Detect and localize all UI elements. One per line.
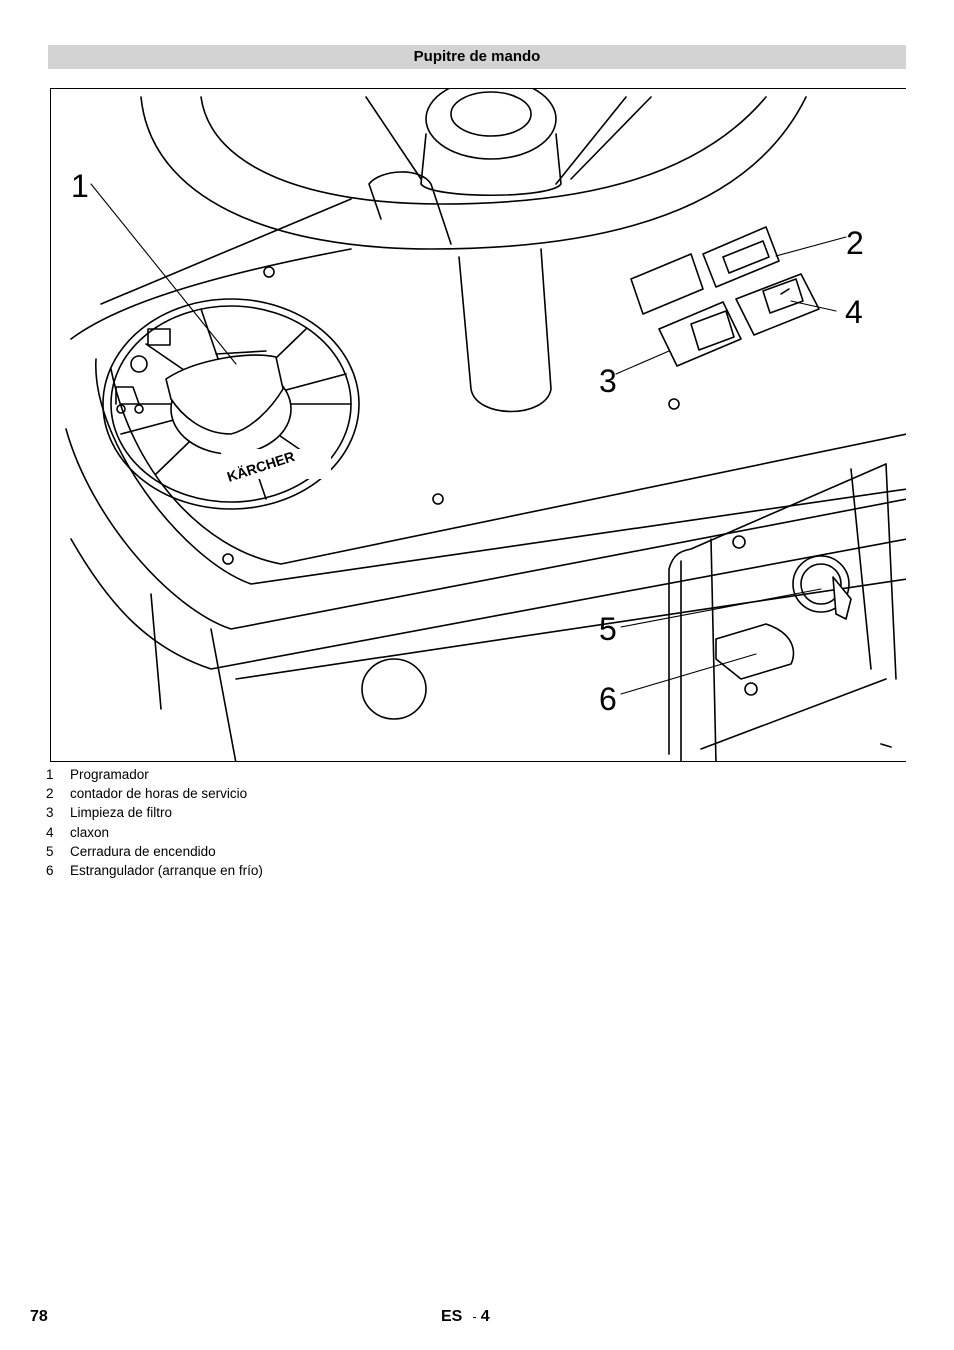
- callout-numbers: 1 2 3 4 5 6: [71, 168, 864, 717]
- console-body: [65, 198, 906, 761]
- legend-item: 6 Estrangulador (arranque en frío): [46, 861, 263, 880]
- callout-5: 5: [599, 611, 617, 647]
- legend-label: Programador: [70, 767, 149, 782]
- legend-number: 3: [46, 805, 54, 821]
- figure-legend: 1 Programador 2 contador de horas de ser…: [46, 765, 263, 880]
- callout-6: 6: [599, 681, 617, 717]
- legend-item: 1 Programador: [46, 765, 263, 784]
- ignition-panel: [668, 463, 897, 761]
- callout-2: 2: [846, 225, 864, 261]
- callout-4: 4: [845, 294, 863, 330]
- footer-section-number: 4: [480, 1308, 490, 1325]
- legend-label: Estrangulador (arranque en frío): [70, 863, 263, 879]
- legend-label: contador de horas de servicio: [70, 786, 248, 802]
- legend-number: 6: [46, 863, 54, 879]
- footer-language: ES: [441, 1308, 463, 1325]
- legend-item: 4 claxon: [46, 823, 263, 842]
- button-cluster: [630, 226, 820, 367]
- section-title: Pupitre de mando: [413, 48, 541, 65]
- footer-section-ref: ES-4: [441, 1308, 490, 1326]
- callout-1: 1: [71, 168, 89, 204]
- legend-number: 2: [46, 786, 54, 802]
- program-selector-dial: KÄRCHER: [102, 298, 360, 510]
- section-header: Pupitre de mando: [48, 45, 906, 69]
- legend-label: Limpieza de filtro: [70, 805, 173, 821]
- footer-dash: -: [472, 1309, 477, 1324]
- control-panel-illustration: KÄRCHER: [50, 88, 906, 762]
- screws: [222, 266, 758, 696]
- control-panel-drawing: KÄRCHER: [65, 89, 906, 761]
- steering-wheel: [140, 89, 807, 413]
- legend-item: 3 Limpieza de filtro: [46, 803, 263, 822]
- page-number: 78: [30, 1308, 48, 1325]
- legend-item: 2 contador de horas de servicio: [46, 784, 263, 803]
- legend-number: 4: [46, 824, 54, 840]
- legend-number: 5: [46, 843, 54, 859]
- legend-label: claxon: [70, 824, 110, 840]
- leader-lines: [90, 183, 847, 695]
- legend-label: Cerradura de encendido: [70, 843, 216, 859]
- legend-number: 1: [46, 767, 54, 782]
- legend-item: 5 Cerradura de encendido: [46, 842, 263, 861]
- callout-3: 3: [599, 363, 617, 399]
